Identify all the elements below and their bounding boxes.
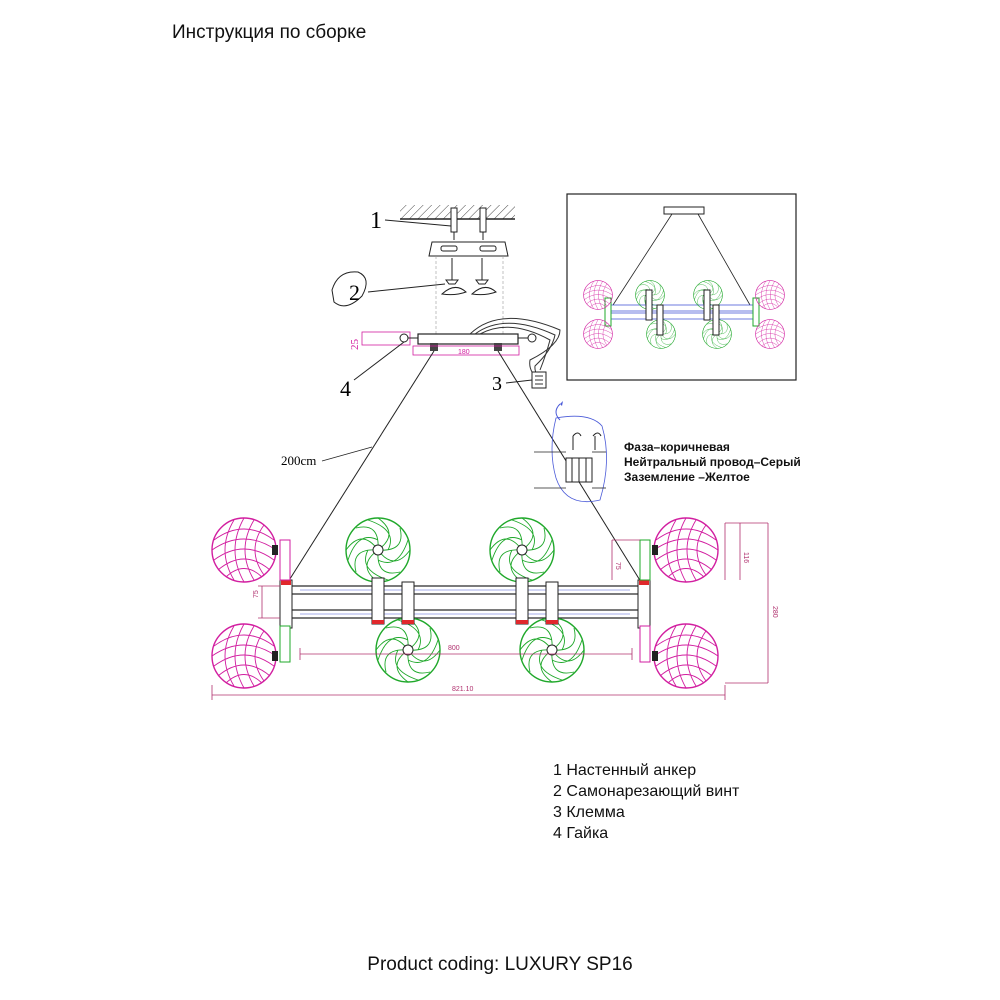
dim-canopy-height: 25 — [349, 339, 361, 351]
fixture-main-view — [211, 517, 719, 689]
product-coding: Product coding: LUXURY SP16 — [367, 954, 633, 975]
dim-bar-height: 75 — [253, 590, 260, 598]
pink-globe — [211, 517, 277, 583]
callout-4-number: 4 — [340, 376, 351, 401]
dim-bar-offset: 75 — [614, 562, 621, 570]
self-tapping-screw — [440, 258, 497, 296]
pink-globe — [653, 517, 719, 583]
callout-1: 1 — [370, 208, 452, 234]
callout-4: 4 — [340, 341, 405, 401]
callout-2-number: 2 — [349, 280, 360, 305]
wiring-phase: Фаза–коричневая — [624, 440, 730, 454]
mounting-bracket — [428, 241, 509, 257]
parts-legend: 1 Настенный анкер 2 Самонарезающий винт … — [553, 760, 739, 844]
dim-canopy-width: 180 — [458, 349, 470, 356]
callout-3-number: 3 — [492, 373, 502, 395]
callout-2: 2 — [331, 271, 446, 307]
dim-height-upper: 116 — [742, 552, 749, 563]
dim-total-width: 821.10 — [452, 686, 474, 693]
legend-item: 1 Настенный анкер — [553, 762, 697, 779]
pink-globe — [653, 623, 719, 689]
power-wires — [469, 317, 561, 389]
dimension-lines — [211, 522, 769, 700]
legend-item: 3 Клемма — [553, 804, 625, 821]
callout-3: 3 — [492, 373, 533, 395]
dim-bar-length: 800 — [448, 645, 460, 652]
page-title: Инструкция по сборке — [172, 22, 367, 43]
wiring-diagram — [534, 401, 607, 503]
legend-item: 4 Гайка — [553, 825, 609, 842]
dim-height-total: 280 — [771, 606, 778, 618]
dim-cable-length: 200cm — [281, 453, 316, 468]
wiring-ground: Заземление –Желтое — [624, 470, 750, 484]
canopy — [361, 331, 537, 356]
inset-view — [566, 193, 797, 381]
wall-anchor — [450, 207, 487, 240]
wiring-legend: Фаза–коричневая Нейтральный провод–Серый… — [624, 440, 801, 485]
legend-item: 2 Самонарезающий винт — [553, 783, 740, 800]
pink-globe — [211, 623, 277, 689]
wiring-neutral: Нейтральный провод–Серый — [624, 455, 801, 469]
callout-1-number: 1 — [370, 208, 382, 234]
